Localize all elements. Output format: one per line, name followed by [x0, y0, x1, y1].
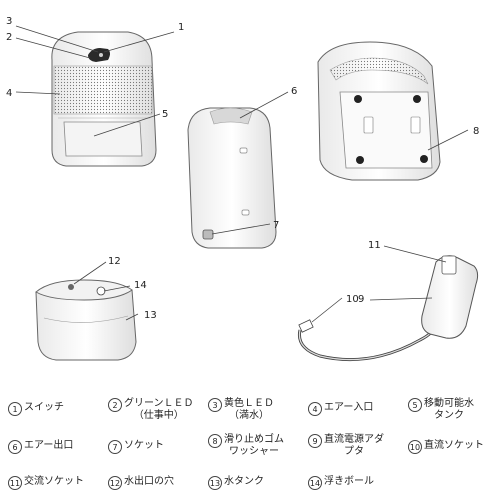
legend-number: 11 [8, 476, 22, 490]
callout-11: 11 [368, 240, 381, 251]
callout-12: 12 [108, 256, 121, 267]
legend-item-5: 5 移動可能水 タンク [408, 398, 474, 422]
legend-number: 4 [308, 402, 322, 416]
water-outlet-hole [68, 284, 74, 290]
legend-item-10: 10 直流ソケット [408, 440, 484, 454]
callout-13: 13 [144, 310, 157, 321]
power-adapter [297, 255, 479, 362]
legend-item-6: 6 エアー出口 [8, 440, 73, 454]
legend-number: 5 [408, 398, 422, 412]
legend-item-4: 4 エアー入口 [308, 402, 373, 416]
parts-legend: 1 スイッチ 2 グリーンＬＥＤ （仕事中） 3 黄色ＬＥＤ （満水） 4 エア… [0, 392, 500, 500]
float-ball [96, 286, 106, 296]
callout-9: 9 [358, 294, 364, 305]
legend-label: エアー出口 [24, 440, 74, 451]
legend-label: 移動可能水 タンク [424, 398, 474, 421]
legend-number: 2 [108, 398, 122, 412]
legend-item-7: 7 ソケット [108, 440, 164, 454]
callout-7: 7 [273, 220, 279, 231]
legend-label: 黄色ＬＥＤ （満水） [224, 398, 274, 421]
legend-item-9: 9 直流電源アダ プタ [308, 434, 384, 458]
callout-10: 10 [346, 294, 359, 305]
dc-socket [202, 229, 214, 240]
legend-label: スイッチ [24, 402, 64, 413]
legend-item-13: 13 水タンク [208, 476, 264, 490]
dehumidifier-front-view [51, 31, 157, 167]
legend-label: 交流ソケット [24, 476, 84, 487]
legend-item-3: 3 黄色ＬＥＤ （満水） [208, 398, 274, 422]
product-parts-diagram: 1 2 3 4 5 6 7 8 9 10 11 12 13 14 [6, 16, 479, 362]
legend-number: 9 [308, 434, 322, 448]
legend-number: 3 [208, 398, 222, 412]
legend-number: 13 [208, 476, 222, 490]
legend-item-14: 14 浮きボール [308, 476, 374, 490]
legend-label: 直流電源アダ プタ [324, 434, 384, 457]
water-tank-front-view [187, 107, 277, 249]
legend-number: 12 [108, 476, 122, 490]
callout-8: 8 [473, 126, 479, 137]
legend-label: 水出口の穴 [124, 476, 174, 487]
callout-2: 2 [6, 32, 12, 43]
legend-label: 浮きボール [324, 476, 374, 487]
legend-number: 8 [208, 434, 222, 448]
legend-item-11: 11 交流ソケット [8, 476, 84, 490]
legend-number: 14 [308, 476, 322, 490]
callout-5: 5 [162, 109, 168, 120]
legend-number: 1 [8, 402, 22, 416]
legend-number: 6 [8, 440, 22, 454]
legend-item-8: 8 滑り止めゴム ワッシャー [208, 434, 284, 458]
legend-label: グリーンＬＥＤ （仕事中） [124, 398, 194, 421]
legend-item-2: 2 グリーンＬＥＤ （仕事中） [108, 398, 194, 422]
callout-1: 1 [178, 22, 184, 33]
dc-plug [298, 319, 314, 333]
dehumidifier-bottom-view [317, 41, 441, 181]
legend-number: 10 [408, 440, 422, 454]
legend-label: エアー入口 [324, 402, 374, 413]
legend-item-1: 1 スイッチ [8, 402, 64, 416]
legend-label: 直流ソケット [424, 440, 484, 451]
open-water-tank [35, 279, 137, 361]
callout-4: 4 [6, 88, 12, 99]
legend-label: ソケット [124, 440, 164, 451]
callout-3: 3 [6, 16, 12, 27]
callout-6: 6 [291, 86, 297, 97]
ac-socket [441, 255, 457, 275]
legend-item-12: 12 水出口の穴 [108, 476, 174, 490]
legend-number: 7 [108, 440, 122, 454]
callout-14: 14 [134, 280, 147, 291]
legend-label: 滑り止めゴム ワッシャー [224, 434, 284, 457]
legend-label: 水タンク [224, 476, 264, 487]
